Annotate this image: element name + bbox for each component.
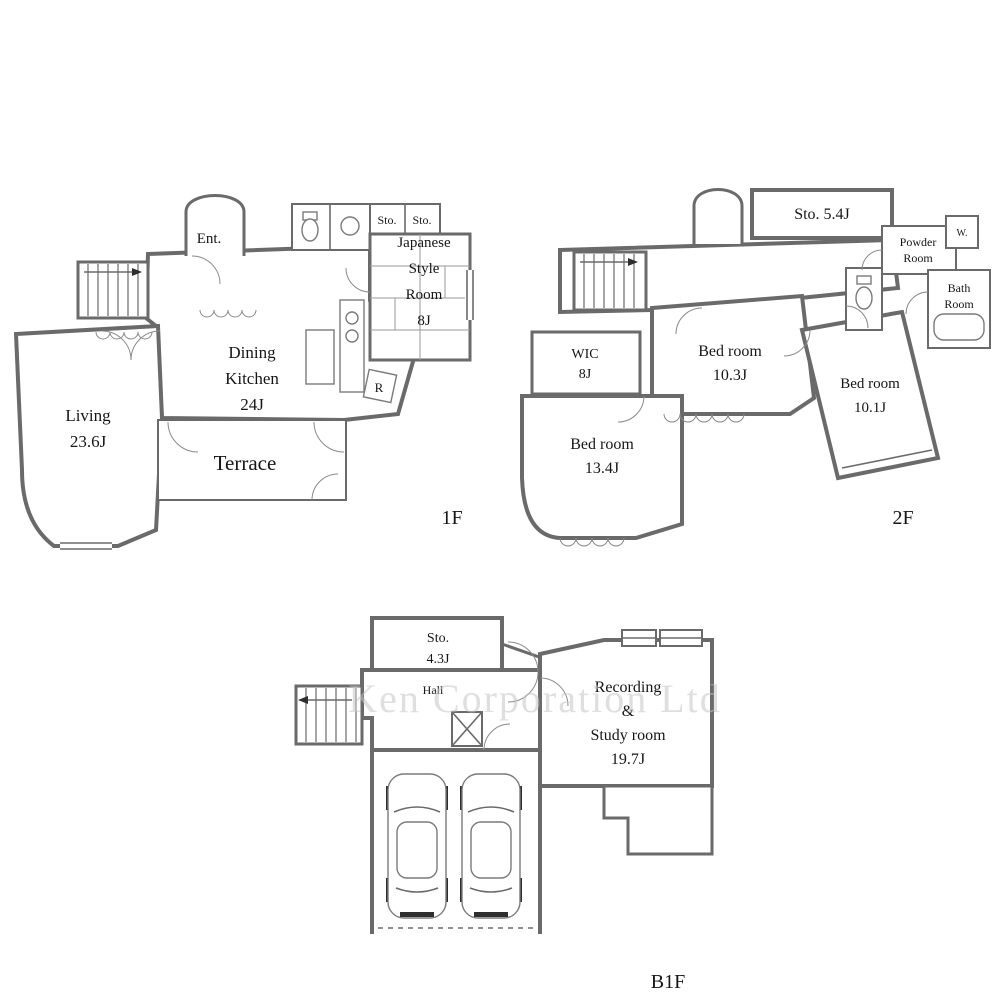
scallop-window-marks [663, 413, 745, 423]
entrance-door-arc [191, 255, 221, 285]
entrance-porch [184, 194, 246, 256]
washer-label: W. [956, 228, 967, 239]
entrance-label: Ent. [197, 231, 222, 247]
japanese-room-size: 8J [417, 313, 431, 329]
window-japanese-east [465, 270, 475, 320]
car-right [460, 773, 522, 919]
tatami-grid [370, 234, 470, 360]
bedroom-left-size: 13.4J [585, 460, 619, 477]
entrance-arch-void [692, 188, 744, 244]
study-label: Recording [595, 679, 662, 696]
floor-1f-caption: 1F [441, 507, 462, 529]
dining-kitchen-size: 24J [240, 395, 264, 414]
bedroom-right-door-arc [783, 329, 811, 357]
study-window-marks [621, 629, 703, 647]
toilet-icon [301, 211, 319, 242]
bedroom-left-door-arc [617, 395, 645, 423]
study-size: 19.7J [611, 751, 645, 768]
terrace-area [157, 419, 347, 501]
study-door-arc [539, 677, 569, 707]
study-label: & [622, 703, 635, 720]
bedroom-right-size: 10.1J [854, 400, 886, 416]
kitchen-counter [339, 299, 365, 393]
storage-room-2f [750, 188, 894, 240]
study-annex [602, 784, 714, 856]
scallop-window-marks [559, 537, 625, 547]
bay-window-marks [841, 449, 937, 477]
hall-double-door-arc [507, 641, 539, 673]
living-size: 23.6J [70, 432, 107, 451]
storage-2f-label: Sto. 5.4J [794, 206, 850, 223]
bedroom-center-size: 10.3J [713, 367, 747, 384]
hall-label: Hall [423, 683, 444, 697]
bedroom-center-label: Bed room [698, 343, 762, 360]
washer-box [945, 215, 979, 249]
wic-label: WIC [571, 347, 598, 362]
bedroom-left-label: Bed room [570, 436, 634, 453]
floor-2f-caption: 2F [892, 507, 913, 529]
powder-room [881, 225, 957, 275]
terrace-door-arc [313, 421, 345, 453]
bedroom-right-label: Bed room [840, 376, 900, 392]
japanese-room-label: Japanese [397, 235, 451, 251]
japanese-room-label: Style [409, 261, 440, 277]
bedroom-center-door-arc [675, 307, 703, 335]
sink-icon [340, 216, 360, 236]
bathtub-icon [933, 313, 985, 341]
living-room [13, 323, 165, 548]
bedroom-left-room [520, 394, 684, 540]
kitchen-island [305, 329, 335, 385]
wic-size: 8J [579, 367, 592, 382]
terrace-door-arc [311, 473, 339, 501]
living-door-arc [130, 330, 161, 361]
floor-2f: Sto. 5.4J Powder Room W. Bath Room WIC 8… [520, 188, 991, 547]
study-label: Study room [590, 727, 666, 744]
storage-b-label: Sto. [412, 213, 431, 227]
staircase-2f [572, 250, 648, 312]
storage-b1f-label: Sto. [427, 631, 449, 646]
bath-room-label: Room [944, 297, 974, 311]
terrace-label: Terrace [214, 451, 277, 475]
floor-b1f-caption: B1F [651, 971, 685, 993]
connector-wall [501, 642, 543, 660]
garage-door-arc [483, 723, 511, 751]
bath-room-label: Bath [948, 281, 971, 295]
storage-a-label: Sto. [377, 213, 396, 227]
scallop-window-marks [199, 309, 257, 318]
living-label: Living [65, 406, 111, 425]
japanese-room-door-arc [345, 267, 371, 293]
watermark: Ken Corporation Ltd [348, 676, 722, 721]
terrace-door-arc [167, 421, 199, 453]
stove-burner-icon [345, 311, 359, 325]
staircase-1f [76, 260, 150, 320]
powder-door-arc [861, 249, 883, 271]
dining-kitchen-label: Dining [228, 343, 276, 362]
storage-b1f-size: 4.3J [427, 652, 451, 667]
closet-box [451, 711, 483, 747]
refrigerator-label: R [375, 380, 384, 395]
bath-door-arc [905, 291, 929, 315]
car-left [386, 773, 448, 919]
stove-burner-icon [345, 329, 359, 343]
staircase-b1f [294, 684, 364, 746]
toilet-icon [855, 275, 873, 310]
wic-room [530, 330, 642, 396]
dining-kitchen-label: Kitchen [225, 369, 279, 388]
powder-room-label: Powder [900, 235, 937, 249]
powder-room-label: Room [903, 251, 933, 265]
wc-door-arc [845, 305, 869, 329]
scallop-window-marks [95, 331, 153, 340]
living-door-arc [101, 330, 132, 361]
hall-double-door-arc [507, 671, 539, 703]
refrigerator-box [362, 368, 398, 404]
window-living-south [60, 540, 112, 551]
japanese-room-label: Room [406, 287, 443, 303]
floor-b1f: Sto. 4.3J Hall Recording & Study room 19… [294, 616, 714, 993]
floor-1f: Ent. Sto. Sto. Japanese Style Room 8J Di… [13, 194, 475, 551]
